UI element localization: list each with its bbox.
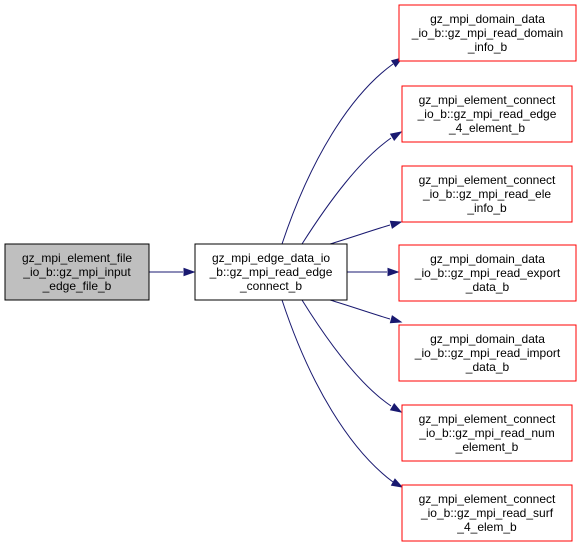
node-label-line: _io_b::gz_mpi_read_export [414,266,561,280]
arrow-head-icon [389,131,403,142]
node-label-line: gz_mpi_element_connect [419,412,556,426]
edge-line [281,299,394,483]
node-t2[interactable]: gz_mpi_element_connect_io_b::gz_mpi_read… [401,85,573,143]
arrow-head-icon [183,267,196,277]
arrow-head-icon [389,220,403,229]
node-label-line: gz_mpi_element_connect [419,173,556,187]
node-label-line: gz_mpi_domain_data [430,12,545,26]
node-label-line: _connect_b [239,279,302,293]
edge-line [301,137,392,245]
edge-hub-to-t3 [329,220,403,245]
arrow-head-icon [389,402,403,413]
edge-hub-to-t1 [281,57,404,245]
node-label-line: gz_mpi_element_file [22,251,132,265]
edge-hub-to-t7 [281,299,404,488]
node-label-line: _info_b [466,201,507,215]
edge-line [281,63,394,245]
edge-hub-to-t5 [329,299,403,324]
edge-line [329,224,391,245]
node-box[interactable] [398,324,577,382]
node-t7[interactable]: gz_mpi_element_connect_io_b::gz_mpi_read… [401,484,573,542]
node-label-line: _io_b::gz_mpi_read_domain [411,26,563,40]
nodes-layer: gz_mpi_element_file_io_b::gz_mpi_input_e… [4,4,577,542]
node-label-line: gz_mpi_domain_data [430,252,545,266]
node-label-line: _io_b::gz_mpi_read_surf [420,506,554,520]
node-box[interactable] [4,243,150,301]
edge-hub-to-t4 [347,267,400,277]
edge-line [301,299,392,407]
node-label-line: _4_elem_b [456,520,517,534]
node-label-line: gz_mpi_element_connect [419,492,556,506]
node-label-line: _edge_file_b [42,279,112,293]
node-label-line: _io_b::gz_mpi_read_edge [417,107,557,121]
node-label-line: _io_b::gz_mpi_read_num [418,426,554,440]
node-t5[interactable]: gz_mpi_domain_data_io_b::gz_mpi_read_imp… [398,324,577,382]
node-label-line: gz_mpi_domain_data [430,332,545,346]
node-box[interactable] [401,404,573,462]
node-box[interactable] [401,85,573,143]
node-label-line: gz_mpi_element_connect [419,93,556,107]
node-label-line: _b::gz_mpi_read_edge [209,265,333,279]
edge-root-to-hub [149,267,196,277]
node-hub[interactable]: gz_mpi_edge_data_io_b::gz_mpi_read_edge_… [194,243,348,301]
node-label-line: _io_b::gz_mpi_read_import [414,346,561,360]
edges-layer [149,57,404,488]
node-t6[interactable]: gz_mpi_element_connect_io_b::gz_mpi_read… [401,404,573,462]
node-box[interactable] [401,484,573,542]
edge-hub-to-t2 [301,131,403,245]
node-t1[interactable]: gz_mpi_domain_data_io_b::gz_mpi_read_dom… [398,4,577,62]
arrow-head-icon [387,267,400,277]
edge-line [329,299,391,320]
node-label-line: _io_b::gz_mpi_read_ele [422,187,551,201]
node-box[interactable] [194,243,348,301]
node-label-line: _4_element_b [448,121,525,135]
arrow-head-icon [389,315,403,324]
node-label-line: _info_b [467,40,508,54]
node-label-line: gz_mpi_edge_data_io [212,251,330,265]
node-label-line: _data_b [465,360,510,374]
node-root[interactable]: gz_mpi_element_file_io_b::gz_mpi_input_e… [4,243,150,301]
node-label-line: _data_b [465,280,510,294]
edge-hub-to-t6 [301,299,403,413]
node-box[interactable] [401,165,573,223]
node-box[interactable] [398,244,577,302]
arrow-head-icon [390,478,404,488]
node-t3[interactable]: gz_mpi_element_connect_io_b::gz_mpi_read… [401,165,573,223]
node-label-line: _element_b [455,440,519,454]
node-label-line: _io_b::gz_mpi_input [22,265,131,279]
node-t4[interactable]: gz_mpi_domain_data_io_b::gz_mpi_read_exp… [398,244,577,302]
node-box[interactable] [398,4,577,62]
